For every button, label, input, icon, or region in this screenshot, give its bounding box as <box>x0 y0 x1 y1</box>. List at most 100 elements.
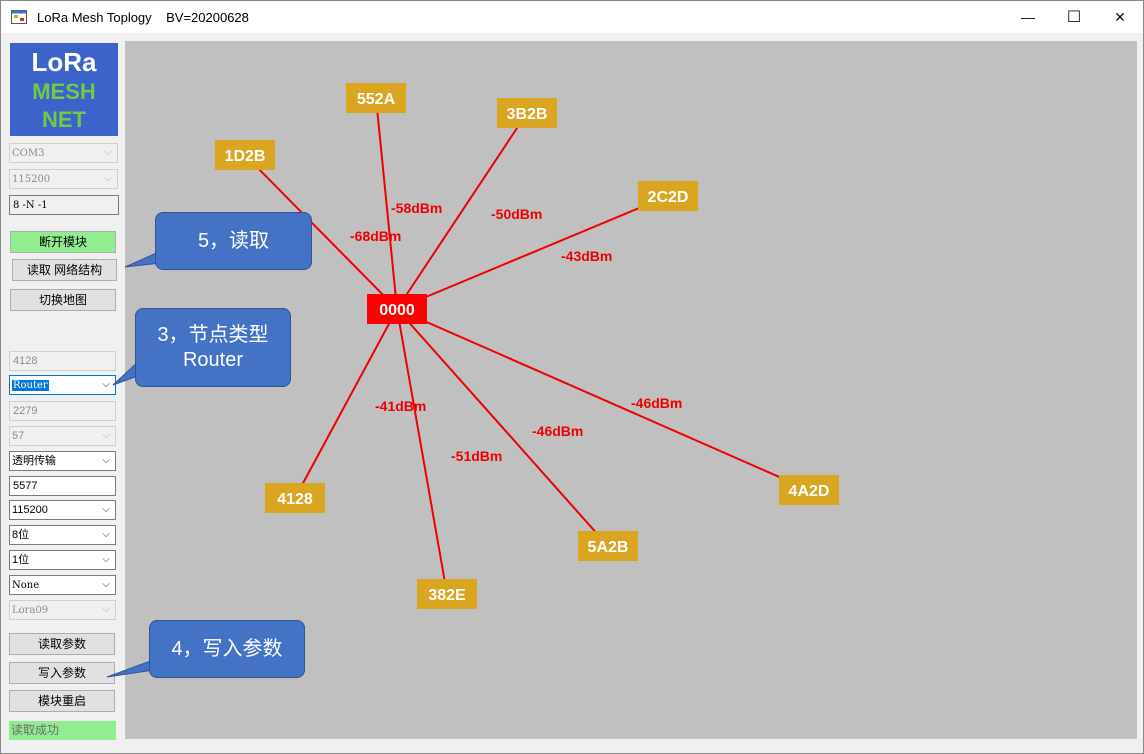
close-button[interactable]: ✕ <box>1097 1 1143 33</box>
com-port-value: COM3 <box>12 148 45 159</box>
node-382E[interactable]: 382E <box>417 579 477 609</box>
node-label: 4A2D <box>789 483 830 500</box>
callout-node-type-line2: Router <box>182 348 244 371</box>
callout-write: 4，写入参数 <box>149 620 305 678</box>
callout-node-type-line1: 3，节点类型 <box>157 323 269 346</box>
rssi-label-5A2B: -46dBm <box>532 423 583 439</box>
dest-address-field[interactable]: 5577 <box>9 476 116 496</box>
logo-line-1: LoRa <box>31 47 97 77</box>
center-node-0000[interactable]: 0000 <box>367 294 427 324</box>
node-box <box>265 483 325 513</box>
chevron-down-icon: ⌵ <box>102 379 110 390</box>
node-5A2B[interactable]: 5A2B <box>578 531 638 561</box>
write-params-button[interactable]: 写入参数 <box>9 662 115 684</box>
chevron-down-icon: ⌵ <box>102 455 110 466</box>
node-2C2D[interactable]: 2C2D <box>638 181 698 211</box>
node-type-select[interactable]: Router ⌵ <box>9 375 116 395</box>
node-label: 5A2B <box>588 539 629 556</box>
uart-baud-value: 115200 <box>12 504 48 516</box>
minimize-button[interactable]: — <box>1005 1 1051 33</box>
node-id-field[interactable]: 4128 <box>9 351 116 371</box>
serial-baud-value: 115200 <box>12 174 51 185</box>
net-id-field[interactable]: 2279 <box>9 401 116 421</box>
center-node-box <box>367 294 427 324</box>
node-label: 2C2D <box>648 189 689 206</box>
maximize-button[interactable]: ☐ <box>1051 1 1097 33</box>
rssi-label-382E: -51dBm <box>451 448 502 464</box>
serial-format-field: 8 -N -1 <box>9 195 119 215</box>
chevron-down-icon: ⌵ <box>102 579 110 590</box>
node-type-value: Router <box>12 380 49 391</box>
module-model-value: Lora09 <box>12 605 49 616</box>
title-bar[interactable]: LoRa Mesh Toplogy BV=20200628 — ☐ ✕ <box>1 1 1143 33</box>
chevron-down-icon: ⌵ <box>104 173 112 184</box>
node-label: 4128 <box>277 491 313 508</box>
callout-read: 5，读取 <box>155 212 312 270</box>
status-label: 读取成功 <box>9 721 116 740</box>
node-3B2B[interactable]: 3B2B <box>497 98 557 128</box>
transmit-mode-select[interactable]: 透明传输 ⌵ <box>9 451 116 471</box>
topology-graph: -58dBm-50dBm-68dBm-43dBm-46dBm-46dBm-51d… <box>215 83 839 609</box>
switch-map-button[interactable]: 切换地图 <box>10 289 116 311</box>
node-box <box>638 181 698 211</box>
node-label: 382E <box>428 587 466 604</box>
stop-bits-select[interactable]: 1位 ⌵ <box>9 550 116 570</box>
rssi-label-4128: -41dBm <box>375 398 426 414</box>
read-network-button[interactable]: 读取 网络结构 <box>12 259 117 281</box>
node-box <box>779 475 839 505</box>
rssi-label-1D2B: -68dBm <box>350 228 401 244</box>
link-4128 <box>294 308 398 499</box>
channel-value: 57 <box>12 430 25 442</box>
chevron-down-icon: ⌵ <box>102 529 110 540</box>
module-model-select[interactable]: Lora09 ⌵ <box>9 600 116 620</box>
minimize-icon: — <box>1021 9 1035 25</box>
rssi-label-552A: -58dBm <box>391 200 442 216</box>
node-box <box>417 579 477 609</box>
serial-format-value: 8 -N -1 <box>13 200 48 211</box>
uart-baud-select[interactable]: 115200 ⌵ <box>9 500 116 520</box>
node-4128[interactable]: 4128 <box>265 483 325 513</box>
link-552A <box>375 97 398 310</box>
read-params-button[interactable]: 读取参数 <box>9 633 115 655</box>
chevron-down-icon: ⌵ <box>102 504 110 515</box>
serial-baud-select[interactable]: 115200 ⌵ <box>9 169 118 189</box>
channel-select[interactable]: 57 ⌵ <box>9 426 116 446</box>
node-id-value: 4128 <box>13 355 38 367</box>
window-title: LoRa Mesh Toplogy BV=20200628 <box>37 10 249 25</box>
node-4A2D[interactable]: 4A2D <box>779 475 839 505</box>
chevron-down-icon: ⌵ <box>102 554 110 565</box>
link-3B2B <box>396 112 528 310</box>
logo-line-2: MESH <box>32 79 96 104</box>
link-5A2B <box>396 308 609 547</box>
node-552A[interactable]: 552A <box>346 83 406 113</box>
callout-node-type: 3，节点类型 Router <box>135 308 291 387</box>
link-2C2D <box>396 195 669 310</box>
app-window-icon <box>11 10 27 24</box>
net-id-value: 2279 <box>13 405 38 417</box>
stop-bits-value: 1位 <box>12 554 30 566</box>
link-4A2D <box>396 308 810 491</box>
lora-mesh-logo: LoRa MESH NET <box>10 43 118 136</box>
rssi-label-3B2B: -50dBm <box>491 206 542 222</box>
com-port-select[interactable]: COM3 ⌵ <box>9 143 118 163</box>
data-bits-select[interactable]: 8位 ⌵ <box>9 525 116 545</box>
center-node-label: 0000 <box>379 302 415 319</box>
node-box <box>497 98 557 128</box>
disconnect-button[interactable]: 断开模块 <box>10 231 116 253</box>
data-bits-value: 8位 <box>12 529 30 541</box>
link-382E <box>396 308 448 595</box>
logo-line-3: NET <box>42 107 86 132</box>
callout-write-text: 4，写入参数 <box>171 637 283 660</box>
node-1D2B[interactable]: 1D2B <box>215 140 275 170</box>
node-box <box>215 140 275 170</box>
link-1D2B <box>244 154 398 310</box>
node-label: 1D2B <box>225 148 266 165</box>
chevron-down-icon: ⌵ <box>104 147 112 158</box>
node-label: 552A <box>357 91 396 108</box>
parity-value: None <box>12 580 40 591</box>
reboot-button[interactable]: 模块重启 <box>9 690 115 712</box>
rssi-label-4A2D: -46dBm <box>631 395 682 411</box>
chevron-down-icon: ⌵ <box>102 430 110 441</box>
parity-select[interactable]: None ⌵ <box>9 575 116 595</box>
